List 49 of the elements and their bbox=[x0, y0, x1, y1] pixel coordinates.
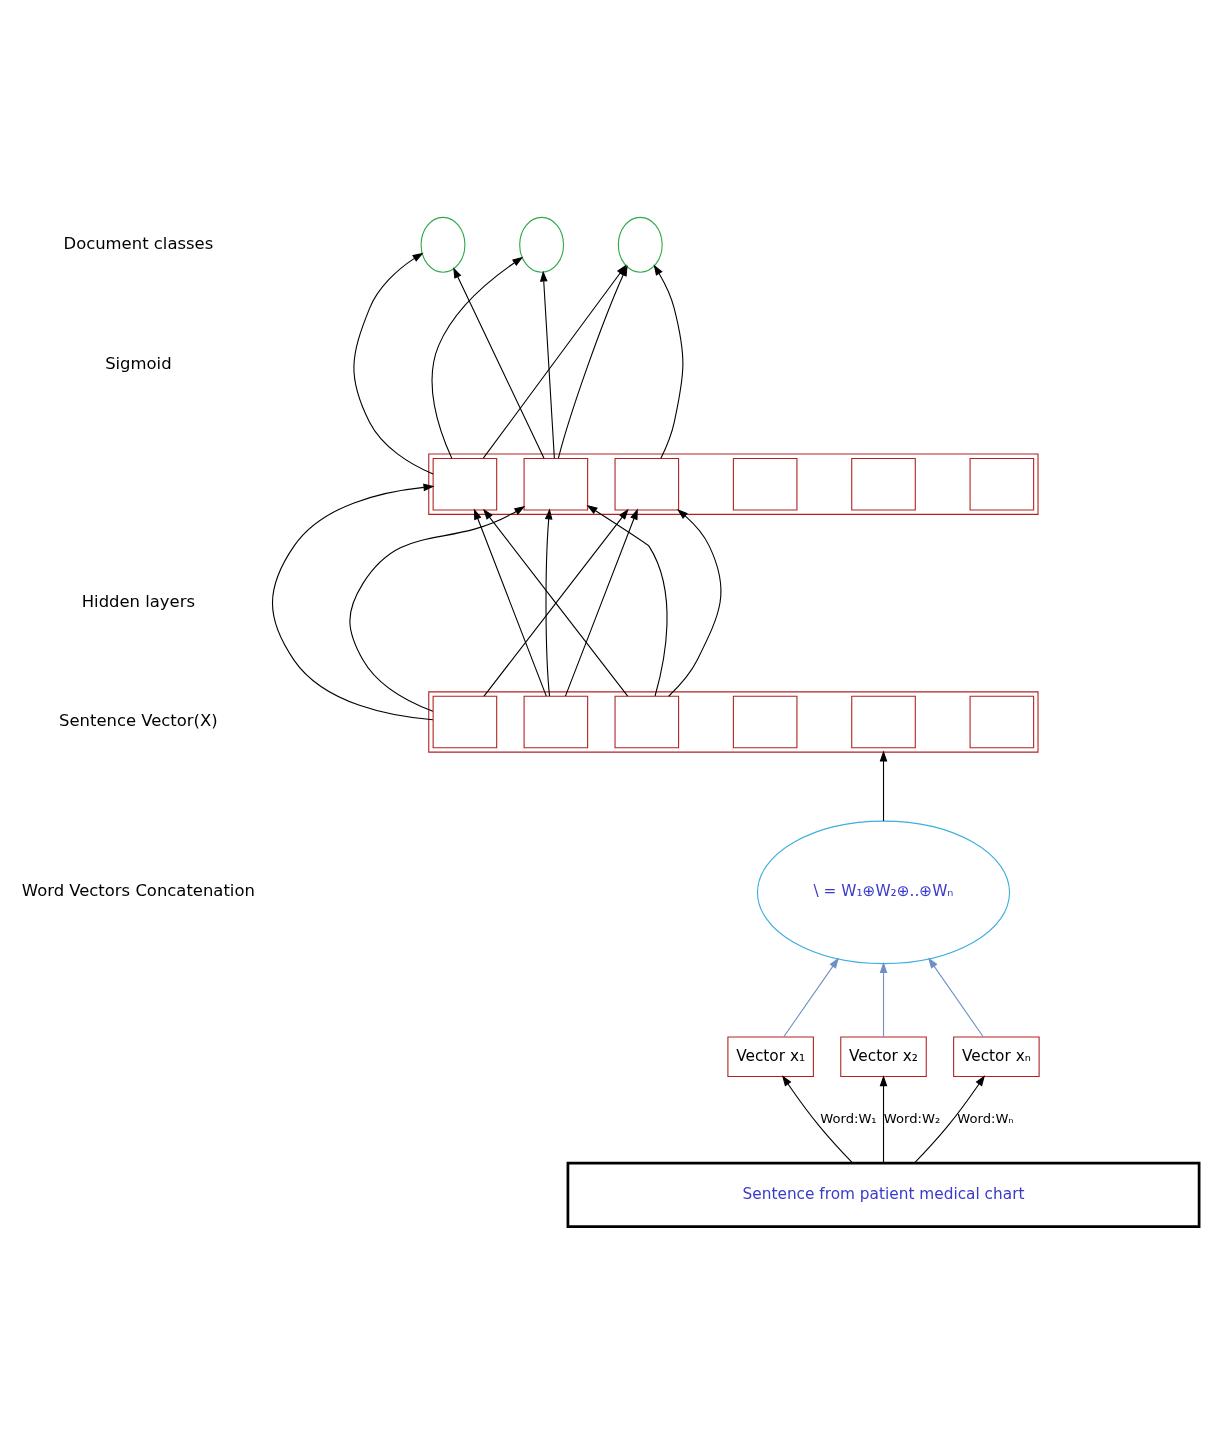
label: Sentence Vector(X) bbox=[59, 710, 218, 730]
node-box bbox=[432, 695, 498, 749]
node-box bbox=[614, 457, 680, 511]
cluster bbox=[428, 691, 1039, 753]
arrow bbox=[782, 1075, 854, 1164]
node-box: Vector xₙ bbox=[953, 1036, 1040, 1078]
node-circle bbox=[420, 216, 466, 273]
arrow bbox=[539, 270, 555, 459]
node-box bbox=[969, 695, 1035, 749]
label: Document classes bbox=[63, 233, 214, 253]
arrow bbox=[928, 957, 984, 1038]
arrow bbox=[879, 750, 888, 822]
arrow bbox=[453, 267, 545, 459]
node-box bbox=[732, 695, 798, 749]
label: Hidden layers bbox=[81, 591, 195, 611]
arrow bbox=[271, 483, 435, 721]
arrow bbox=[879, 1075, 888, 1164]
arrow bbox=[483, 508, 629, 697]
arrow bbox=[544, 508, 553, 697]
arrow bbox=[668, 509, 722, 697]
arrow bbox=[431, 256, 524, 459]
arrow bbox=[353, 252, 434, 475]
edge-label: Word:W₂ bbox=[883, 1111, 941, 1127]
node-box bbox=[851, 695, 916, 749]
node-box: Vector x₁ bbox=[727, 1036, 814, 1078]
node-box bbox=[614, 695, 680, 749]
node-box bbox=[523, 695, 589, 749]
arrow bbox=[564, 508, 638, 697]
arrow bbox=[349, 505, 526, 712]
node-box bbox=[432, 457, 498, 511]
node-box bbox=[851, 457, 916, 511]
arrow bbox=[879, 962, 888, 1038]
node-box bbox=[732, 457, 798, 511]
arrow bbox=[653, 264, 684, 459]
arrow bbox=[473, 508, 547, 697]
node-box bbox=[969, 457, 1035, 511]
label: Word Vectors Concatenation bbox=[21, 881, 255, 901]
node-circle bbox=[519, 216, 565, 273]
edge-label: Word:W₁ bbox=[820, 1111, 877, 1127]
node-circle bbox=[617, 216, 663, 273]
node-box bbox=[523, 457, 589, 511]
arrow bbox=[586, 504, 668, 697]
arrow bbox=[913, 1075, 985, 1164]
arrow bbox=[783, 957, 839, 1038]
node-box: Sentence from patient medical chart bbox=[566, 1161, 1201, 1228]
label: Sigmoid bbox=[105, 354, 172, 374]
edge-label: Word:Wₙ bbox=[957, 1111, 1014, 1127]
node-box: Vector x₂ bbox=[840, 1036, 927, 1078]
node-ellipse: \ = W₁⊕W₂⊕..⊕Wₙ bbox=[756, 820, 1011, 965]
